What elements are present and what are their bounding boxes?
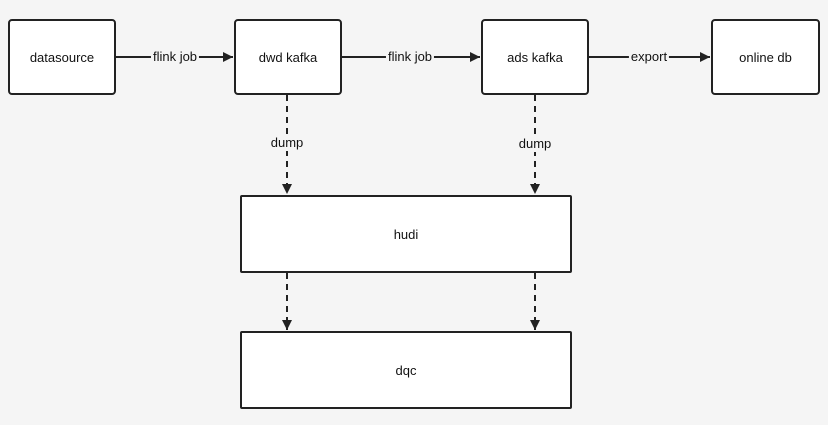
node-dqc: dqc (240, 331, 572, 409)
edge-label-dump-2: dump (516, 136, 554, 152)
node-hudi: hudi (240, 195, 572, 273)
node-online-db: online db (711, 19, 820, 95)
node-datasource-label: datasource (29, 49, 95, 65)
edge-label-export: export (628, 49, 670, 65)
node-ads-kafka: ads kafka (481, 19, 589, 95)
node-dwd-kafka: dwd kafka (234, 19, 342, 95)
node-ads-kafka-label: ads kafka (507, 49, 563, 65)
node-online-db-label: online db (739, 49, 792, 65)
node-dwd-kafka-label: dwd kafka (258, 49, 318, 65)
edge-label-flink-job-1: flink job (150, 49, 200, 65)
node-hudi-label: hudi (393, 226, 419, 242)
node-dqc-label: dqc (395, 362, 417, 378)
edge-label-dump-1: dump (268, 135, 306, 151)
node-datasource: datasource (8, 19, 116, 95)
edge-label-flink-job-2: flink job (385, 49, 435, 65)
